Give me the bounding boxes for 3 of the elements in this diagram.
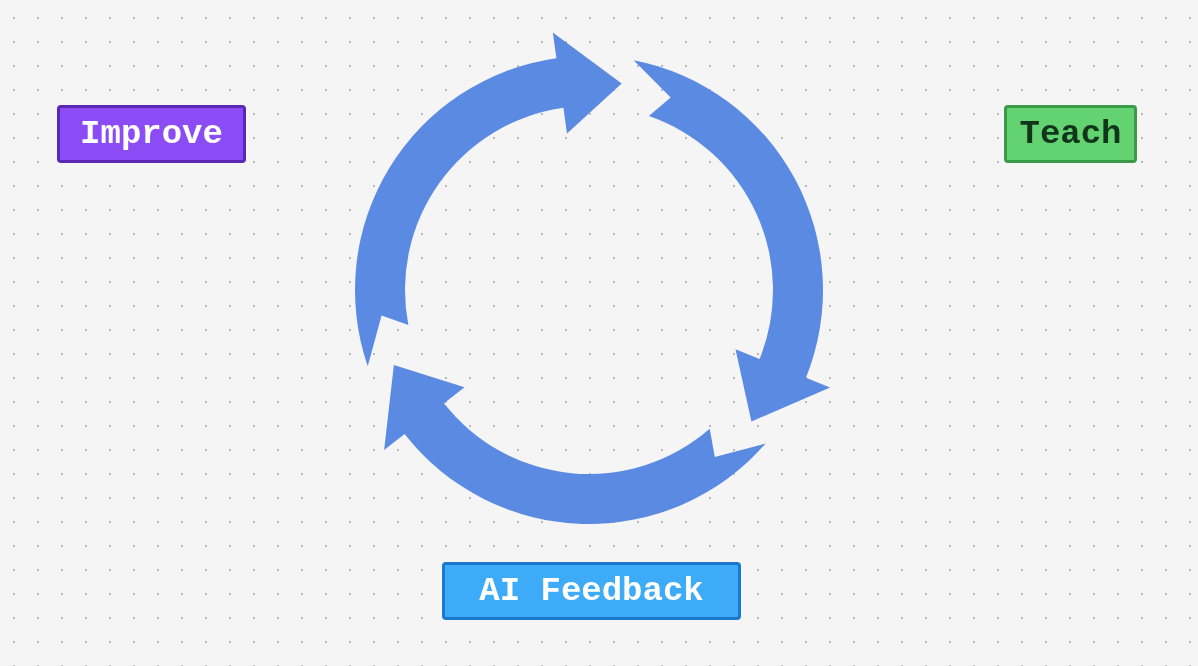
label-tag: Improve xyxy=(57,105,246,163)
label-tag: Teach xyxy=(1004,105,1137,163)
label-tag: AI Feedback xyxy=(442,562,741,620)
